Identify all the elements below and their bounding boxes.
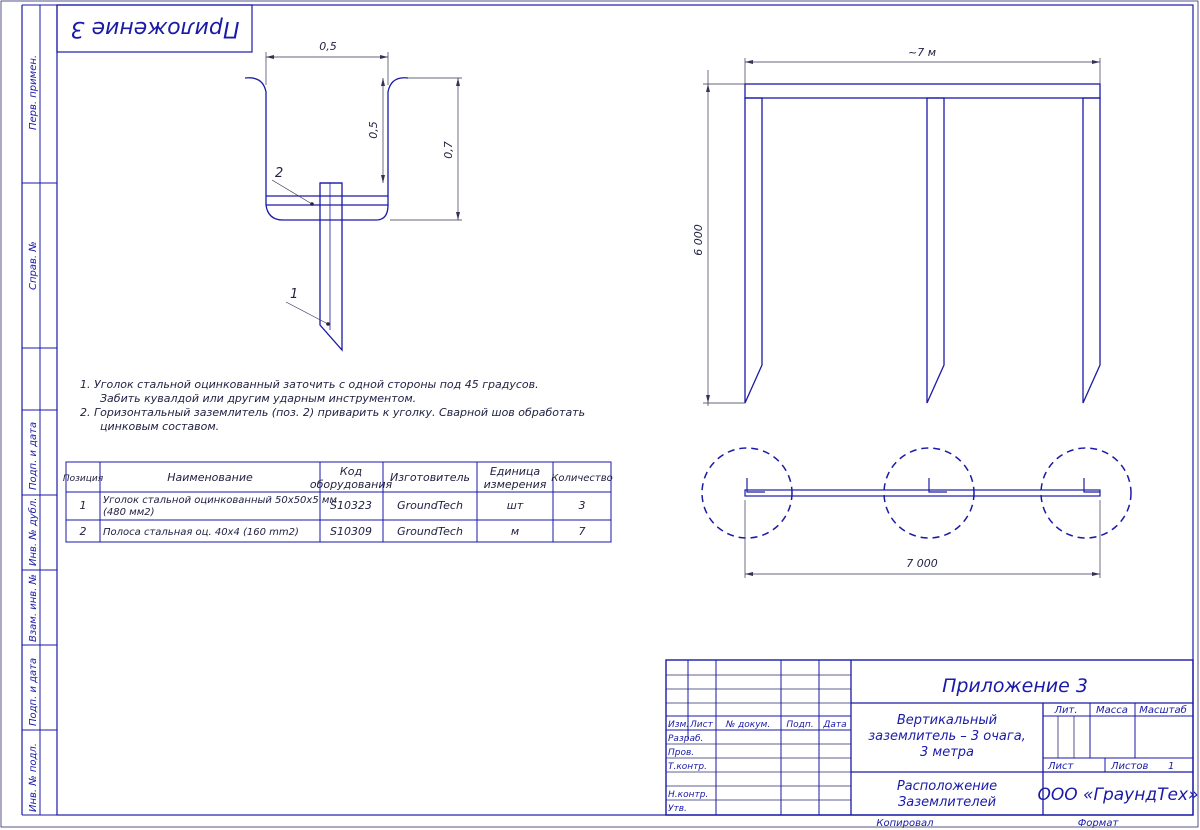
tb-data: Дата — [822, 720, 846, 730]
row1-qty: 3 — [579, 499, 586, 512]
col-header-name: Наименование — [167, 471, 253, 484]
section-view: 0,5 0,5 0,7 2 1 — [244, 40, 462, 352]
front-view: ~7 м 6 000 — [692, 46, 1101, 406]
col-header-code-1: Код — [340, 465, 362, 478]
tb-doc-title-2: заземлитель – 3 очага, — [868, 729, 1026, 744]
row2-code: S10309 — [330, 525, 372, 538]
row2-unit: м — [511, 525, 519, 538]
tb-listov-label: Листов — [1110, 761, 1148, 772]
row1-unit: шт — [507, 499, 524, 512]
note-line-3: 2. Горизонтальный заземлитель (поз. 2) п… — [80, 406, 585, 419]
row1-pos: 1 — [80, 499, 87, 512]
plan-view: 7 000 — [701, 447, 1132, 578]
row2-name-1: Полоса стальная оц. 40х4 (160 mm2) — [103, 527, 299, 538]
sidebar-label-inv-podl: Инв. № подл. — [28, 743, 39, 812]
tb-izm: Изм. — [668, 720, 689, 730]
tb-tkontr: Т.контр. — [668, 762, 707, 772]
col-header-qty: Количество — [551, 473, 613, 484]
tb-list-label: Лист — [1047, 761, 1075, 772]
tb-prov: Пров. — [668, 748, 694, 758]
grounding-zone-1 — [701, 447, 793, 539]
sidebar-label-inv-dubl: Инв. № дубл. — [27, 498, 39, 566]
col-header-code-2: оборудования — [310, 478, 393, 491]
note-line-4: цинковым составом. — [100, 420, 219, 433]
notes: 1. Уголок стальной оцинкованный заточить… — [80, 378, 585, 433]
row1-maker: GroundTech — [397, 499, 463, 512]
dim-top-label: 0,5 — [319, 40, 337, 53]
row1-name-2: (480 мм2) — [103, 507, 155, 518]
sidebar-label-perv-primen: Перв. примен. — [28, 55, 39, 130]
grounding-zone-3 — [1040, 447, 1132, 539]
col-header-unit-1: Единица — [490, 465, 541, 478]
dim-side-outer-label: 0,7 — [442, 141, 455, 159]
dim-side-inner-label: 0,5 — [367, 121, 380, 139]
tb-format: Формат — [1078, 818, 1120, 829]
note-line-2: Забить кувалдой или другим ударным инстр… — [100, 392, 416, 405]
left-sidebar: Перв. примен. Справ. № Подп. и дата Инв.… — [21, 4, 57, 816]
title-block: Приложение 3 Изм. Лист № докум. Подп. Да… — [665, 659, 1199, 829]
row1-name-1: Уголок стальной оцинкованный 50х50х5 мм — [103, 495, 337, 506]
tb-razrab: Разраб. — [668, 734, 703, 744]
tb-massa: Масса — [1096, 705, 1128, 716]
sidebar-label-vzam-inv: Взам. инв. № — [28, 574, 39, 642]
spec-table: Позиция Наименование Код оборудования Из… — [63, 461, 613, 543]
col-header-unit-2: измерения — [484, 478, 547, 491]
col-header-pos: Позиция — [63, 474, 104, 484]
sidebar-label-podp-data-1: Подп. и дата — [28, 422, 39, 490]
tb-docnum: № докум. — [725, 720, 770, 730]
tb-lit: Лит. — [1053, 705, 1077, 716]
sidebar-label-podp-data-2: Подп. и дата — [28, 658, 39, 726]
front-dim-height: 6 000 — [692, 224, 705, 256]
tb-listov-value: 1 — [1168, 761, 1174, 772]
front-dim-width: ~7 м — [908, 46, 936, 59]
callout-2: 2 — [275, 166, 283, 181]
row2-qty: 7 — [579, 525, 586, 538]
tb-list: Лист — [689, 720, 714, 730]
tb-podp: Подп. — [786, 720, 813, 730]
tb-drawing-name-1: Расположение — [897, 779, 997, 794]
header-stamp-text: Приложение 3 — [71, 16, 240, 41]
tb-sheet-title: Приложение 3 — [942, 675, 1088, 697]
tb-drawing-name-2: Заземлителей — [898, 795, 996, 810]
plan-dim-width: 7 000 — [906, 557, 938, 570]
row2-maker: GroundTech — [397, 525, 463, 538]
tb-company: ООО «ГраундТех» — [1037, 785, 1198, 805]
sidebar-label-sprav: Справ. № — [28, 241, 39, 290]
tb-doc-title-1: Вертикальный — [897, 713, 997, 728]
row2-pos: 2 — [80, 525, 87, 538]
note-line-1: 1. Уголок стальной оцинкованный заточить… — [80, 378, 539, 391]
tb-nkontr: Н.контр. — [668, 790, 708, 800]
tb-kopiroval: Копировал — [876, 818, 934, 829]
grounding-zone-2 — [883, 447, 975, 539]
tb-utv: Утв. — [668, 804, 687, 814]
header-stamp: Приложение 3 — [56, 4, 253, 53]
tb-doc-title-3: 3 метра — [920, 745, 974, 760]
row1-code: S10323 — [330, 499, 372, 512]
tb-masshtab: Масштаб — [1139, 704, 1187, 716]
col-header-maker: Изготовитель — [390, 471, 470, 484]
callout-1: 1 — [290, 287, 298, 302]
